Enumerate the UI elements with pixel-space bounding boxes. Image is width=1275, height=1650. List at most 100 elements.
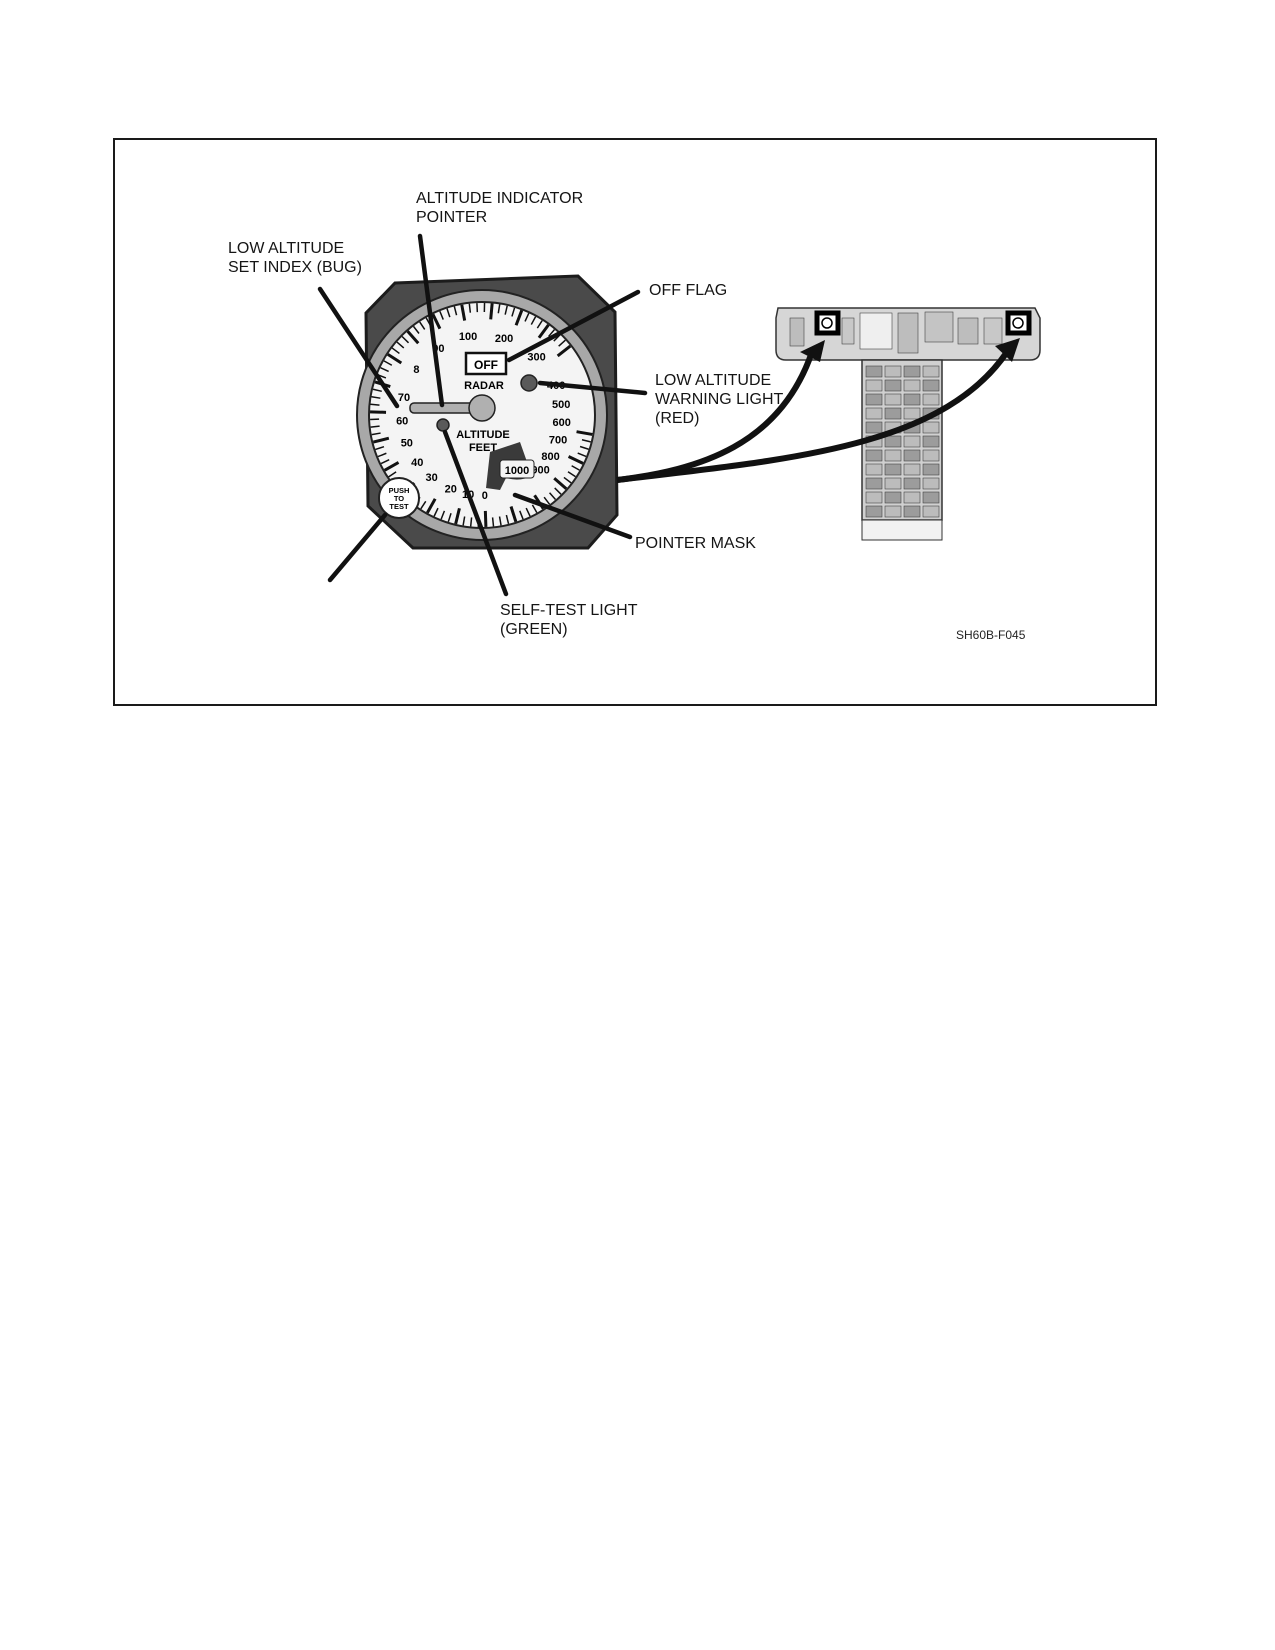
dial-scale-label: 60 (396, 416, 408, 428)
panel-element (865, 491, 883, 504)
panel-element (922, 365, 940, 378)
leader-pointer-mask (512, 492, 633, 540)
panel-element (922, 421, 940, 434)
dial-tick (491, 517, 495, 527)
dial-tick (462, 516, 466, 526)
panel-element (884, 477, 902, 490)
push-to-test-button (378, 477, 420, 519)
push-to-test-label-line2: TO (394, 494, 404, 503)
dial-scale-label: 300 (527, 351, 545, 363)
leader-warning-light (537, 380, 648, 396)
dial-ticks (370, 303, 593, 527)
pointer-hub (468, 394, 496, 422)
dial-tick (509, 506, 518, 523)
dial-tick (537, 323, 550, 339)
dial-tick (388, 471, 397, 478)
dial-tick (525, 507, 531, 517)
dial-tick (380, 458, 390, 465)
dial-tick (431, 313, 442, 330)
dial-scale-label: 900 (531, 465, 549, 477)
dial-tick (383, 360, 393, 366)
dial-tick (504, 305, 508, 315)
dial-tick (375, 445, 385, 451)
panel-element (884, 491, 902, 504)
dial-tick (567, 455, 584, 465)
dial-tick (554, 487, 562, 495)
copilot-altimeter-highlight (1005, 310, 1032, 336)
mask-scale-1000: 1000 (505, 465, 529, 477)
dial-tick (468, 303, 472, 313)
panel-element (922, 463, 940, 476)
panel-element (865, 421, 883, 434)
dial-tick (439, 310, 444, 320)
dial-scale-label: 30 (426, 472, 438, 484)
dial-scale-label: 700 (549, 435, 567, 447)
panel-element (865, 505, 883, 518)
copilot-altimeter-icon (1012, 317, 1024, 329)
dial-tick (372, 436, 390, 444)
self-test-light (436, 418, 450, 432)
pilot-altimeter-icon (821, 317, 833, 329)
dial-tick (579, 445, 589, 450)
dial-tick (571, 465, 580, 471)
panel-element (903, 463, 921, 476)
panel-element (924, 311, 954, 343)
dial-tick (548, 329, 556, 337)
dial-tick (440, 510, 446, 520)
panel-element (789, 317, 805, 347)
dial-tick (531, 504, 538, 514)
dial-tick (371, 395, 381, 399)
dial-tick (505, 514, 510, 524)
dial-scale-label: 20 (445, 484, 457, 496)
pilot-altimeter-highlight (814, 310, 841, 336)
panel-element (903, 365, 921, 378)
dial-tick (370, 425, 380, 428)
panel-element (865, 449, 883, 462)
dial-tick (420, 500, 427, 510)
panel-element (922, 505, 940, 518)
dial-tick (549, 492, 557, 501)
panel-element (922, 435, 940, 448)
panel-element (865, 393, 883, 406)
dial-tick (383, 461, 400, 472)
dial-tick (524, 312, 530, 322)
dial-tick (371, 432, 381, 436)
dial-tick (396, 341, 405, 349)
dial-tick (380, 366, 389, 373)
panel-element (897, 312, 919, 354)
panel-element (903, 449, 921, 462)
cockpit-panel-locator (775, 307, 1041, 541)
dial-tick (483, 510, 488, 527)
dial-tick (519, 510, 524, 520)
dial-scale-label: 70 (398, 392, 410, 404)
panel-element (865, 407, 883, 420)
dial-tick (419, 321, 426, 330)
dial-scale-label: 200 (495, 333, 513, 345)
panel-element (922, 379, 940, 392)
dial-tick (536, 320, 543, 329)
panel-element (865, 379, 883, 392)
callout-altitude-indicator-pointer: ALTITUDE INDICATOR POINTER (416, 190, 584, 226)
dial-tick (426, 498, 437, 514)
callout-low-altitude-set-index: LOW ALTITUDE SET INDEX (BUG) (228, 240, 362, 276)
radar-label: RADAR (464, 380, 504, 392)
callout-off-flag: OFF FLAG (649, 282, 728, 299)
off-flag-label: OFF (474, 358, 498, 372)
dial-tick (453, 306, 458, 316)
panel-element (903, 505, 921, 518)
leader-push-to-test (327, 512, 388, 583)
off-flag (464, 351, 508, 376)
location-arrows (616, 350, 1010, 483)
dial-tick (576, 430, 593, 436)
panel-element (884, 449, 902, 462)
dial-tick (567, 471, 576, 478)
panel-element (884, 365, 902, 378)
dial-scale-label: 0 (482, 490, 488, 502)
dial-tick (377, 452, 387, 458)
dial-tick (447, 513, 452, 523)
arrowhead-copilot (995, 338, 1020, 362)
dial-tick (469, 517, 473, 527)
dial-scale-label: 800 (541, 451, 559, 463)
